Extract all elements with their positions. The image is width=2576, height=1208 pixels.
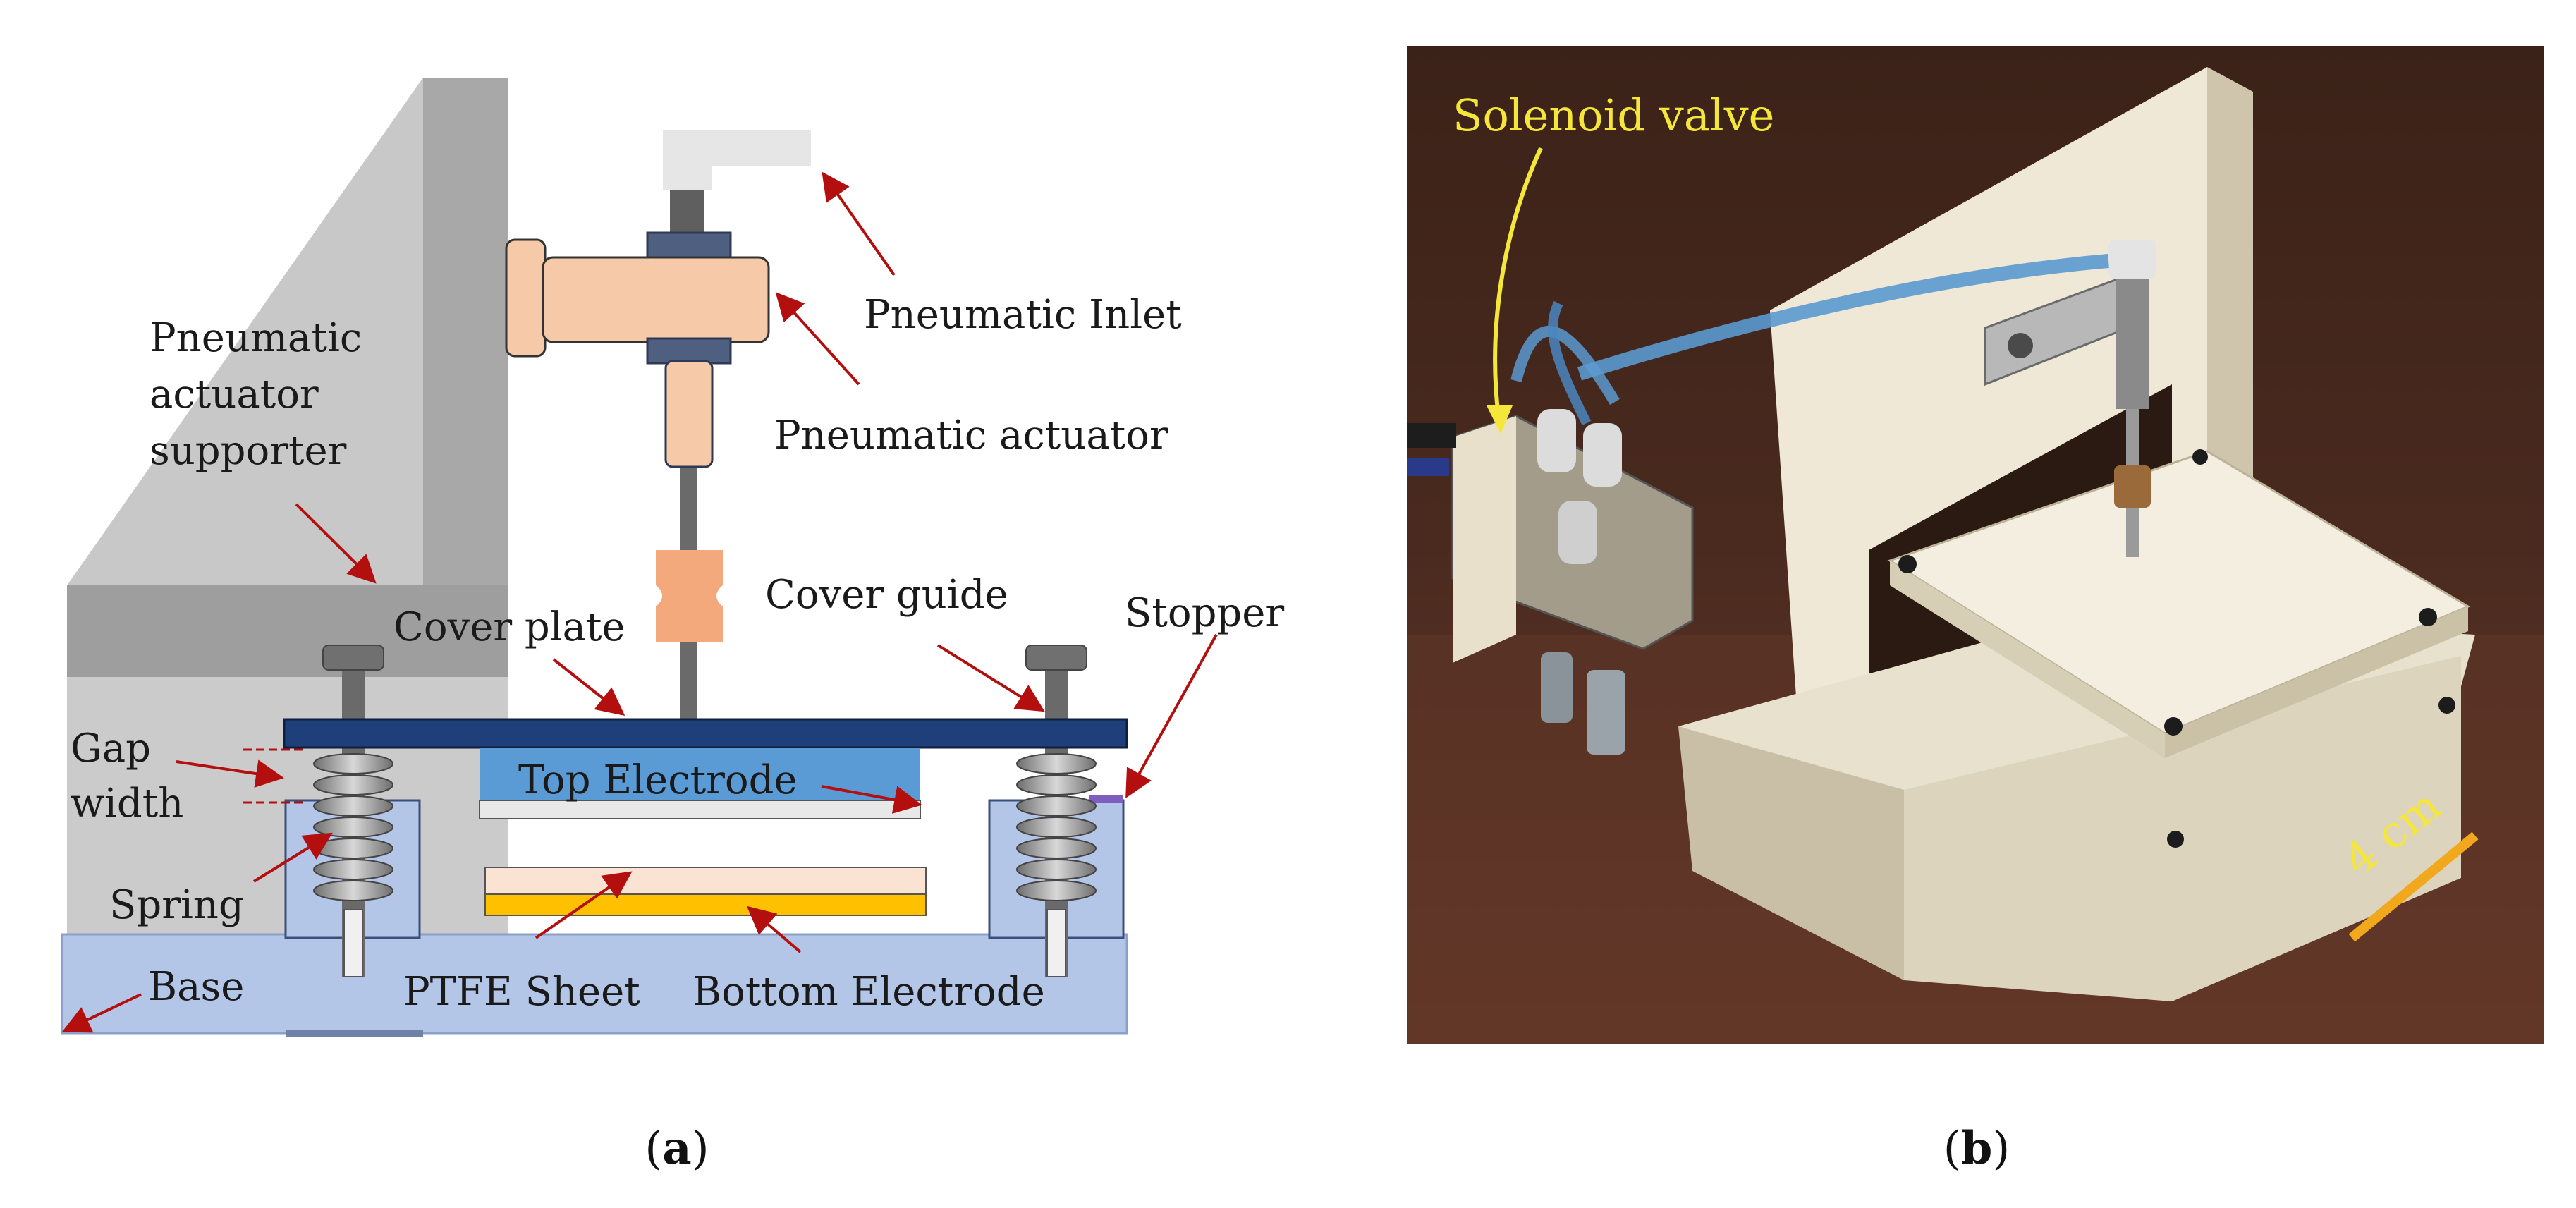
arrow-bottom-electrode xyxy=(746,905,802,953)
screw-icon xyxy=(2167,831,2184,848)
label-ptfe-sheet: PTFE Sheet xyxy=(403,969,640,1015)
actuator-supporter-column xyxy=(423,78,508,585)
actuator-body xyxy=(542,256,770,343)
screw-icon xyxy=(2419,608,2437,626)
arrow-gap-width xyxy=(176,759,284,788)
screw-icon xyxy=(2192,449,2208,465)
label-base: Base xyxy=(148,964,244,1010)
arrow-ptfe-sheet xyxy=(535,871,633,939)
stopper-mark xyxy=(1089,795,1123,803)
stopper-bolt-right xyxy=(1025,645,1087,671)
spring-right xyxy=(1016,753,1097,901)
solenoid-valve-fitting xyxy=(1558,501,1597,564)
screw-icon xyxy=(2438,697,2455,714)
actuator-collar-bottom xyxy=(646,337,732,365)
label-stopper: Stopper xyxy=(1125,590,1284,636)
solenoid-cable xyxy=(1407,458,1449,476)
label-cover-guide: Cover guide xyxy=(765,572,1008,618)
screw-icon xyxy=(1898,555,1917,573)
actuator-supporter-top-band xyxy=(67,585,508,677)
solenoid-valve-connector xyxy=(1587,670,1625,755)
guide-post-left-tip xyxy=(343,909,363,977)
device-base-left xyxy=(1678,726,1904,980)
actuator-coupler xyxy=(2114,465,2151,508)
arrow-top-electrode xyxy=(821,785,922,814)
panel-a-schematic: Pneumatic Inlet Pneumatic actuator Pneum… xyxy=(61,78,1284,1175)
panel-b-photo: Solenoid valve 4 cm (b) xyxy=(1407,46,2544,1175)
arrow-spring xyxy=(252,832,333,883)
bracket-hole xyxy=(2008,333,2033,358)
stopper-bolt-left xyxy=(322,645,384,671)
label-supporter-line1: Pneumatic xyxy=(149,315,362,361)
solenoid-valve-fitting xyxy=(1583,423,1622,487)
solenoid-valve-fitting xyxy=(1537,409,1576,472)
pneumatic-tube-3 xyxy=(1548,300,1592,426)
piston-rod-top xyxy=(670,190,704,240)
label-pneumatic-actuator: Pneumatic actuator xyxy=(774,413,1168,458)
base-plate-foot-left xyxy=(286,1030,423,1037)
arrow-pneumatic-actuator xyxy=(775,292,860,386)
arrow-stopper xyxy=(1125,634,1218,798)
spring-left xyxy=(313,753,393,901)
actuator-collar-top xyxy=(646,231,732,262)
caption-b: (b) xyxy=(1943,1122,2010,1175)
solenoid-valve-mount xyxy=(1453,416,1516,663)
device-cover-plate-edge xyxy=(1890,561,2165,758)
device-base-front xyxy=(1904,656,2461,1001)
label-gap-line1: Gap xyxy=(71,726,151,771)
solenoid-cable xyxy=(1407,423,1456,448)
label-solenoid-valve: Solenoid valve xyxy=(1453,90,1774,141)
actuator-cap xyxy=(505,238,547,358)
arrow-supporter xyxy=(295,503,377,584)
screw-icon xyxy=(2164,717,2183,736)
label-gap-line2: width xyxy=(71,781,183,826)
solenoid-valve-connector xyxy=(1541,652,1573,723)
actuator-cylinder xyxy=(2116,268,2149,409)
arrow-cover-plate xyxy=(552,658,625,716)
label-pneumatic-inlet: Pneumatic Inlet xyxy=(864,292,1182,338)
arrow-pneumatic-inlet xyxy=(822,171,896,276)
arrow-cover-guide xyxy=(936,644,1045,712)
top-electrode-holder xyxy=(480,748,920,804)
actuator-supporter-diagonal xyxy=(67,78,423,585)
guide-post-right-tip xyxy=(1046,909,1066,977)
actuator-fitting xyxy=(2108,240,2156,279)
label-bottom-electrode: Bottom Electrode xyxy=(692,969,1045,1015)
pneumatic-inlet-shape-down xyxy=(663,130,712,190)
actuator-lower-body xyxy=(664,360,714,468)
bottom-electrode xyxy=(484,893,927,916)
arrow-solenoid-valve xyxy=(1493,147,1543,417)
cover-plate xyxy=(283,718,1128,749)
label-cover-plate: Cover plate xyxy=(393,604,625,650)
scale-bar xyxy=(2348,831,2479,942)
base-plate xyxy=(61,933,1128,1035)
arrowhead-solenoid-valve xyxy=(1487,405,1513,434)
arrow-base xyxy=(61,993,142,1033)
pneumatic-tube xyxy=(1577,254,2109,381)
label-supporter-line3: supporter xyxy=(149,428,347,474)
label-top-electrode: Top Electrode xyxy=(518,757,798,803)
device-cover-plate-edge-right xyxy=(2165,606,2468,758)
caption-a: (a) xyxy=(645,1122,709,1175)
label-spring: Spring xyxy=(109,882,244,928)
label-supporter-line2: actuator xyxy=(149,372,319,417)
ptfe-sheet xyxy=(484,867,927,896)
rod-coupler xyxy=(656,550,723,642)
